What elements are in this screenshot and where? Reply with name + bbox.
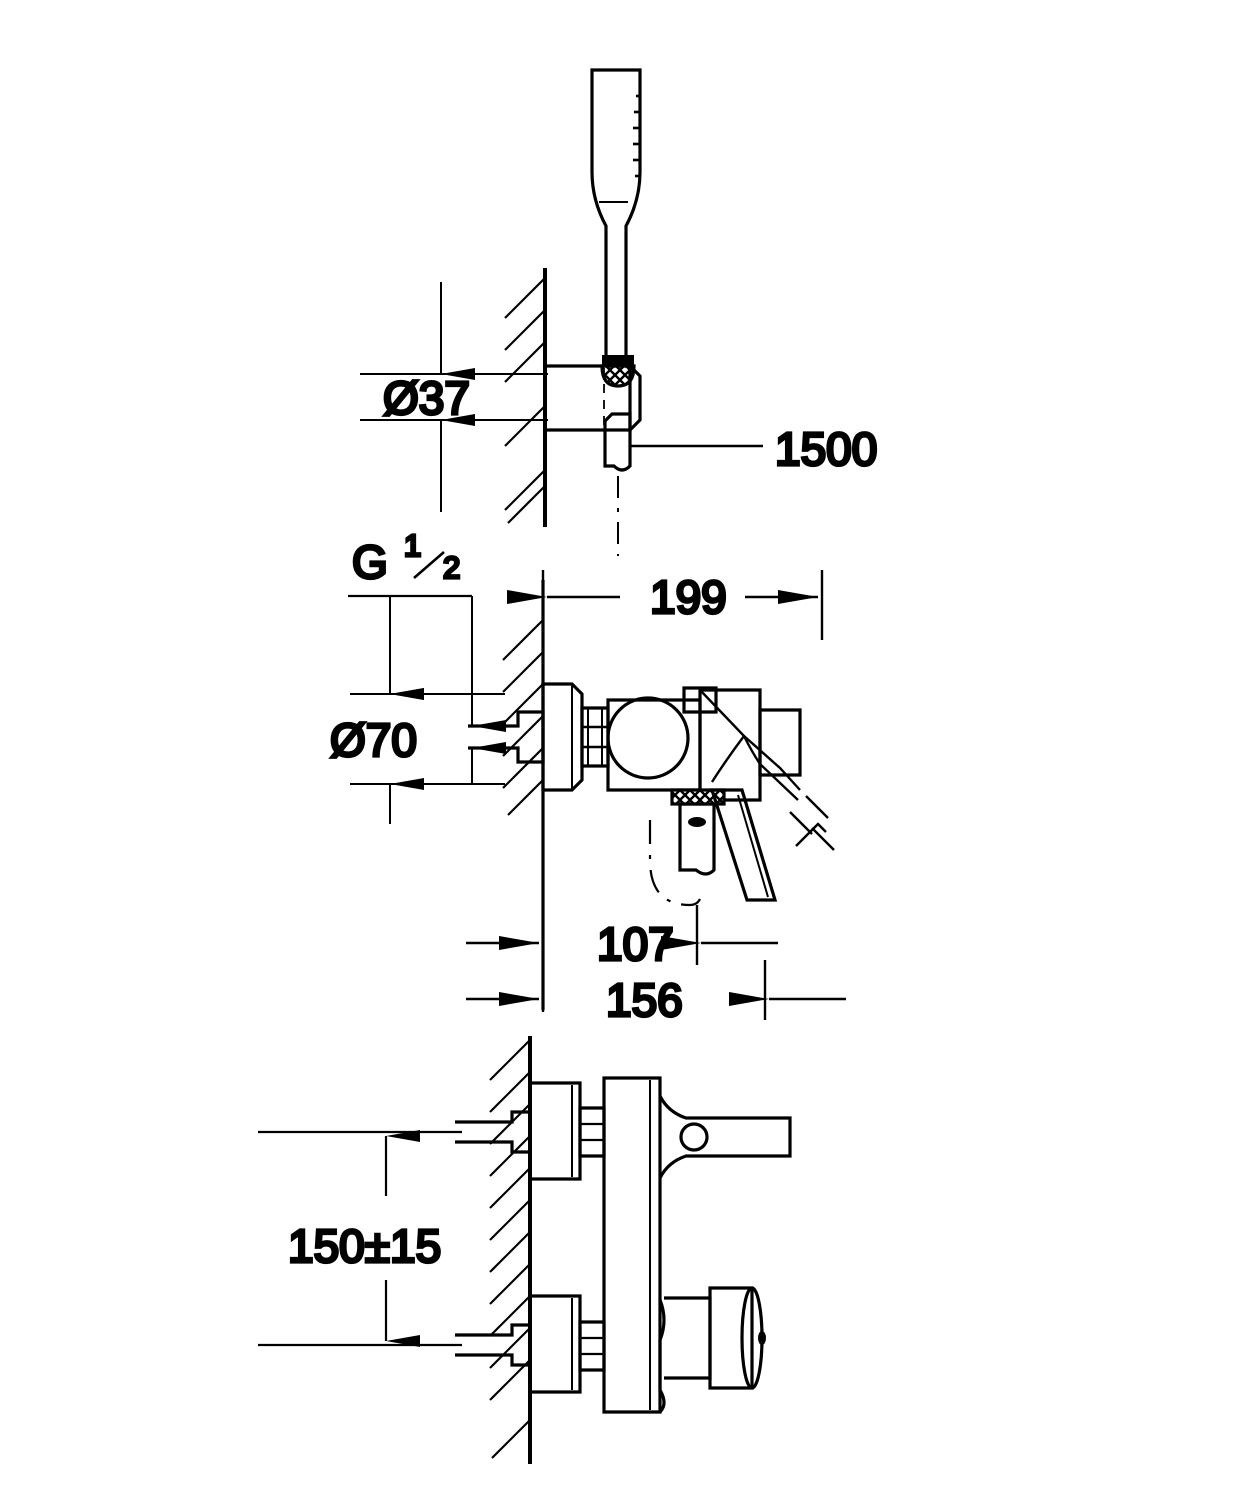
escutcheon-plate-lower-bottom — [528, 1294, 582, 1394]
hex-nut-upper-bottom — [578, 1106, 606, 1158]
fraction-slash-icon — [413, 551, 445, 579]
dim-label-1500: 1500 — [775, 423, 877, 475]
wall-hatching-bottom — [489, 1039, 531, 1459]
dim-150-plusminus-15 — [258, 1130, 462, 1347]
view-hand-shower-holder: Ø37 1500 — [360, 68, 879, 556]
mixer-housing-middle — [606, 688, 802, 802]
hose-loop-phantom-middle — [648, 820, 701, 907]
dim-label-199: 199 — [650, 571, 727, 623]
shower-hose-stub — [603, 412, 632, 472]
dim-label-156: 156 — [606, 974, 683, 1026]
dim-label-g-denominator: 2 — [443, 550, 460, 585]
hand-shower-body — [590, 68, 642, 362]
dim-199 — [507, 570, 824, 640]
hex-nut-lower-bottom — [578, 1320, 606, 1372]
wall-hatching-top — [504, 277, 546, 524]
dim-156 — [466, 960, 846, 1020]
hose-outlet-arm-bottom — [658, 1095, 792, 1179]
lever-handle-middle — [709, 788, 778, 902]
dim-leader-g-half — [348, 594, 506, 732]
cartridge-cap-middle — [682, 686, 718, 714]
view-mixer-front: 150±15 — [258, 1036, 792, 1464]
dim-label-107: 107 — [597, 918, 674, 970]
motion-indicator-lines-middle — [789, 795, 835, 851]
diverter-outlet-middle — [670, 788, 726, 876]
escutcheon-plate-middle — [541, 682, 584, 792]
dim-label-g: G — [352, 536, 388, 588]
dim-107 — [466, 905, 778, 965]
wall-hatching-middle — [502, 619, 544, 816]
escutcheon-plate-upper-bottom — [528, 1081, 582, 1181]
diverter-knob-bottom — [658, 1286, 766, 1414]
dim-label-diameter-37: Ø37 — [383, 372, 470, 424]
mixer-body-front — [602, 1076, 662, 1414]
hand-shower-grip-texture — [633, 94, 640, 178]
view-mixer-side: G 1 2 Ø70 199 107 — [328, 526, 846, 1028]
dim-label-diameter-70: Ø70 — [330, 714, 417, 766]
dim-diameter-37 — [360, 282, 548, 512]
wall-inlet-nipple-lower-bottom — [455, 1323, 532, 1367]
wall-inlet-nipple-upper-bottom — [455, 1110, 532, 1154]
wall-inlet-nipple-middle — [468, 710, 545, 764]
dim-diameter-70 — [350, 656, 506, 824]
lever-handle-phantom-middle — [699, 689, 801, 801]
dim-label-g-numerator: 1 — [404, 528, 421, 563]
hex-nut-middle — [580, 706, 610, 768]
dim-label-150-plusminus-15: 150±15 — [288, 1220, 441, 1272]
